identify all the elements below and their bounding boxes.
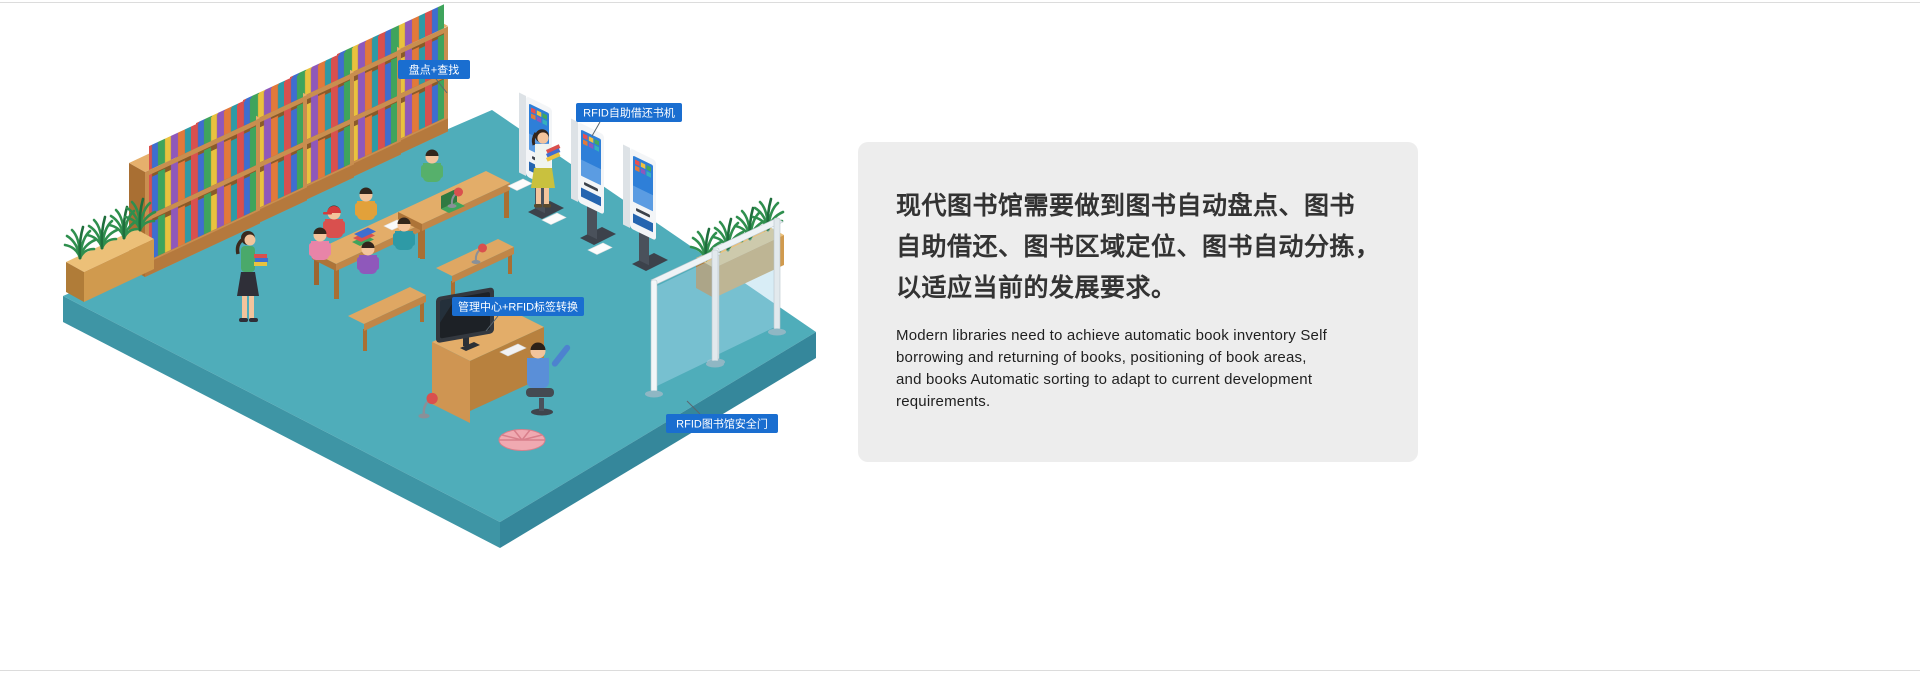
study-area — [309, 149, 514, 351]
card-body-line: and books Automatic sorting to adapt to … — [896, 371, 1313, 388]
card-body-line: Modern libraries need to achieve automat… — [896, 327, 1327, 344]
annotation-label-text: 盘点+查找 — [409, 63, 459, 77]
annotation-label-management-center: 管理中心+RFID标签转换 — [452, 297, 584, 316]
annotation-label-text: 管理中心+RFID标签转换 — [458, 300, 578, 314]
operator — [526, 342, 571, 416]
keyboard — [499, 343, 527, 357]
walking-person — [235, 231, 268, 322]
info-card: 现代图书馆需要做到图书自动盘点、图书 自助借还、图书区域定位、图书自动分拣， 以… — [858, 142, 1418, 462]
annotation-label-security-gate: RFID图书馆安全门 — [666, 414, 778, 433]
red-cap — [323, 206, 341, 215]
annotation-labels: 盘点+查找 RFID自助借还书机 管理中心+RFID标签转换 RFID图书馆安全… — [398, 60, 778, 433]
card-heading-line: 以适应当前的发展要求。 — [896, 274, 1177, 302]
library-illustration: 盘点+查找 RFID自助借还书机 管理中心+RFID标签转换 RFID图书馆安全… — [63, 2, 816, 548]
kiosk-area — [507, 92, 668, 271]
annotation-label-selfservice-kiosk: RFID自助借还书机 — [576, 103, 682, 122]
bottom-divider — [0, 670, 1920, 671]
card-body: Modern libraries need to achieve automat… — [896, 325, 1380, 413]
kiosk-user — [531, 129, 561, 208]
card-heading: 现代图书馆需要做到图书自动盘点、图书 自助借还、图书区域定位、图书自动分拣， 以… — [896, 186, 1380, 309]
annotation-label-text: RFID自助借还书机 — [583, 106, 675, 120]
card-body-line: borrowing and returning of books, positi… — [896, 349, 1307, 366]
book-stack — [352, 227, 376, 246]
card-heading-line: 自助借还、图书区域定位、图书自动分拣， — [896, 233, 1381, 261]
card-heading-line: 现代图书馆需要做到图书自动盘点、图书 — [896, 192, 1356, 220]
card-body-line: requirements. — [896, 393, 991, 410]
rug — [498, 429, 546, 451]
top-divider — [0, 2, 1920, 3]
annotation-label-text: RFID图书馆安全门 — [676, 417, 768, 431]
annotation-label-inventory-search: 盘点+查找 — [398, 60, 470, 79]
